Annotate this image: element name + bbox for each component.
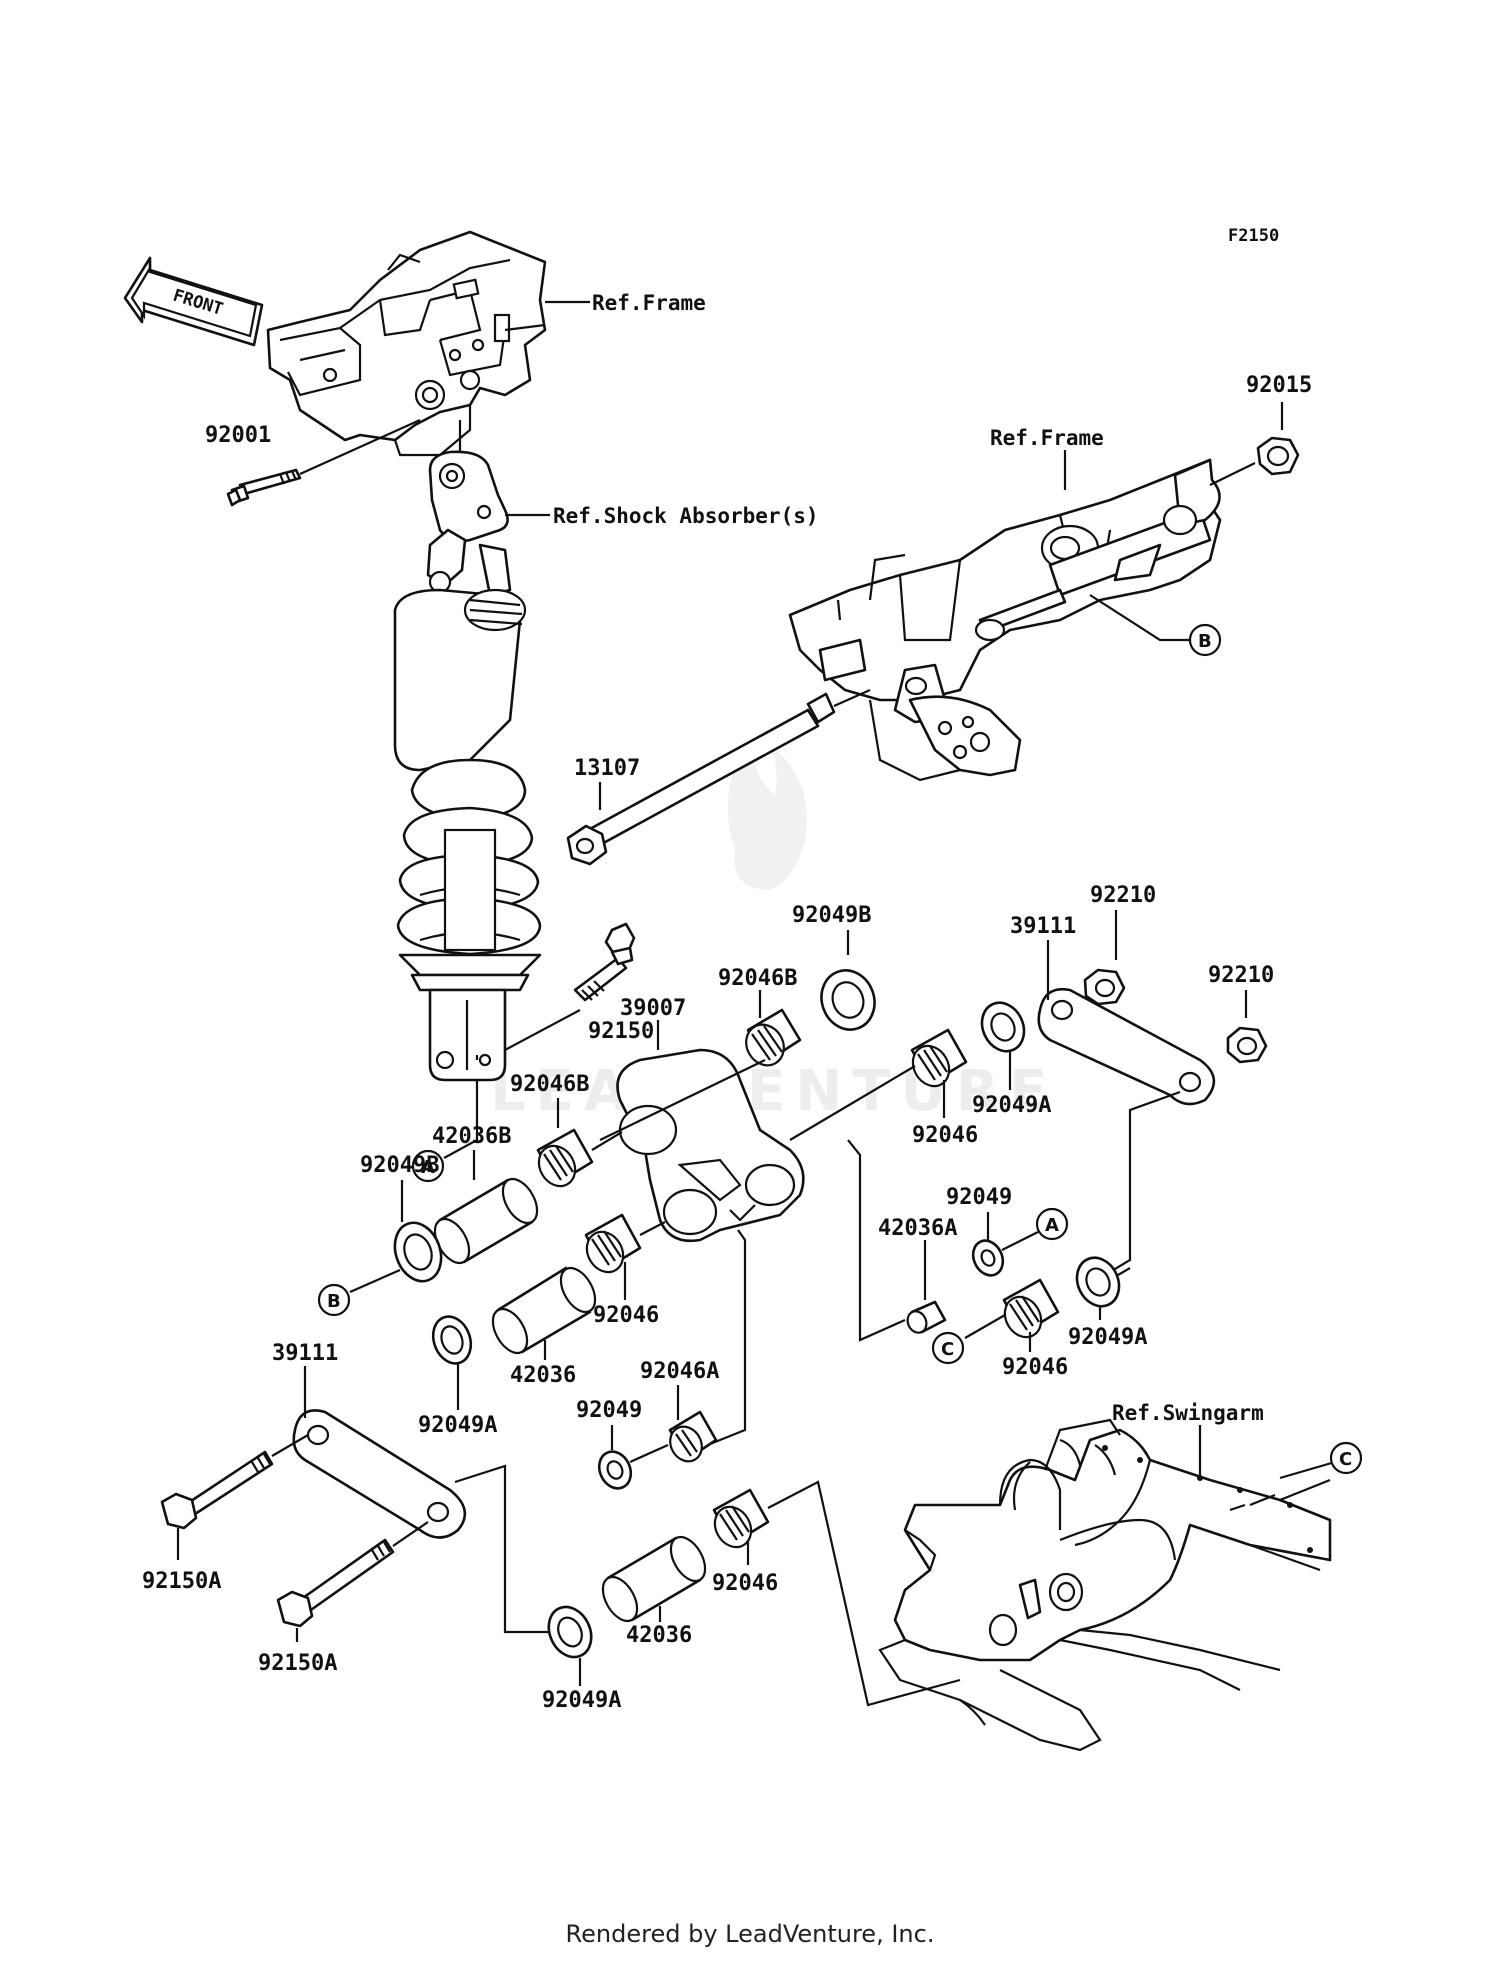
seal-92049b-top (820, 930, 876, 1031)
bolt-92001 (226, 418, 421, 507)
seal-92049b-left (349, 1180, 443, 1294)
part-label-92049a-bottom: 92049A (542, 1688, 621, 1713)
seal-92049a-right-top (980, 1001, 1026, 1090)
svg-text:A: A (1045, 1215, 1059, 1236)
footer-credit: Rendered by LeadVenture, Inc. (565, 1920, 935, 1948)
part-label-42036a: 42036A (878, 1216, 957, 1241)
washer-92049-right (971, 1212, 1039, 1277)
nut-92210-b (1226, 990, 1268, 1064)
part-label-42036-center: 42036 (510, 1363, 576, 1388)
frame-top-bracket (266, 230, 590, 457)
part-label-92049b-top: 92049B (792, 903, 871, 928)
part-label-92015: 92015 (1246, 373, 1312, 398)
bearing-92046b-left (536, 1098, 623, 1188)
svg-text:C: C (1339, 1449, 1352, 1470)
collar-42036a (847, 1139, 947, 1342)
part-label-39007: 39007 (620, 996, 686, 1021)
part-label-92049a-right-top: 92049A (972, 1093, 1051, 1118)
bearing-92046-right-bottom (964, 1278, 1060, 1352)
part-label-92046-center: 92046 (593, 1303, 659, 1328)
diagram-code: F2150 (1228, 226, 1279, 246)
watermark: LEADVENTURE (490, 740, 1047, 1124)
ref-frame-top: Ref.Frame (592, 291, 706, 315)
callout-c-1: C (931, 1331, 965, 1365)
seal-92049a-right-bottom (1075, 1256, 1121, 1320)
part-label-92150a-lower: 92150A (258, 1651, 337, 1676)
part-label-92046b-left: 92046B (510, 1072, 589, 1097)
bearing-92046a (668, 1385, 718, 1463)
part-label-92046-right-top: 92046 (912, 1123, 978, 1148)
seal-92049a-left (431, 1315, 473, 1410)
callout-b-1: B (1188, 623, 1222, 657)
part-label-92046b-top: 92046B (718, 966, 797, 991)
part-label-92049-right: 92049 (946, 1185, 1012, 1210)
part-label-92049-left: 92049 (576, 1398, 642, 1423)
part-label-92210-b: 92210 (1208, 963, 1274, 988)
part-label-92046-right-bottom: 92046 (1002, 1355, 1068, 1380)
nut-92015 (1256, 402, 1300, 476)
svg-text:C: C (941, 1339, 954, 1360)
part-label-92150: 92150 (588, 1019, 654, 1044)
collar-42036-center (491, 1266, 597, 1360)
part-label-92210-a: 92210 (1090, 883, 1156, 908)
part-label-92046a: 92046A (640, 1359, 719, 1384)
svg-text:B: B (1198, 631, 1212, 652)
rocker-arm-39007 (616, 1020, 805, 1452)
shaft-13107 (566, 688, 871, 866)
ref-shock-absorber: Ref.Shock Absorber(s) (553, 504, 819, 528)
callout-a-2: A (1035, 1207, 1069, 1241)
callout-c-2: C (1329, 1441, 1363, 1475)
seal-92049a-bottom (547, 1605, 593, 1686)
part-label-42036b: 42036B (432, 1124, 511, 1149)
svg-text:A: A (421, 1157, 435, 1178)
bolt-92150a-lower (276, 1521, 429, 1642)
shock-absorber (393, 420, 550, 1082)
svg-text:B: B (327, 1291, 341, 1312)
ref-frame-right: Ref.Frame (990, 426, 1104, 450)
part-label-39111-right: 39111 (1010, 914, 1076, 939)
washer-92049-left (597, 1425, 669, 1490)
part-label-92049a-left: 92049A (418, 1413, 497, 1438)
part-label-92049b-left: 92049B (360, 1153, 439, 1178)
bearing-92046-center (584, 1213, 666, 1300)
frame-right (788, 450, 1256, 782)
part-label-92049a-right-bottom: 92049A (1068, 1325, 1147, 1350)
part-label-39111-left: 39111 (272, 1341, 338, 1366)
collar-42036-bottom (601, 1535, 707, 1623)
part-label-92150a-upper: 92150A (142, 1569, 221, 1594)
part-label-92001: 92001 (205, 423, 271, 448)
bearing-92046-bottom (712, 1480, 961, 1707)
part-label-42036-bottom: 42036 (626, 1623, 692, 1648)
collar-42036b (433, 1150, 539, 1265)
callout-a-1: A (411, 1149, 445, 1183)
part-label-13107: 13107 (574, 756, 640, 781)
part-label-92046-bottom: 92046 (712, 1571, 778, 1596)
link-39111-right (1037, 940, 1216, 1279)
swingarm (878, 1418, 1336, 1752)
bolt-92150a-upper (160, 1434, 309, 1560)
ref-swingarm: Ref.Swingarm (1112, 1401, 1264, 1425)
bearing-92046b-top (599, 990, 802, 1141)
bearing-92046-right-top (789, 1028, 968, 1141)
bolt-92150 (504, 922, 636, 1051)
nut-92210-a (1083, 910, 1126, 1006)
front-arrow-icon: FRONT (123, 256, 264, 347)
callout-b-2: B (317, 1283, 351, 1317)
